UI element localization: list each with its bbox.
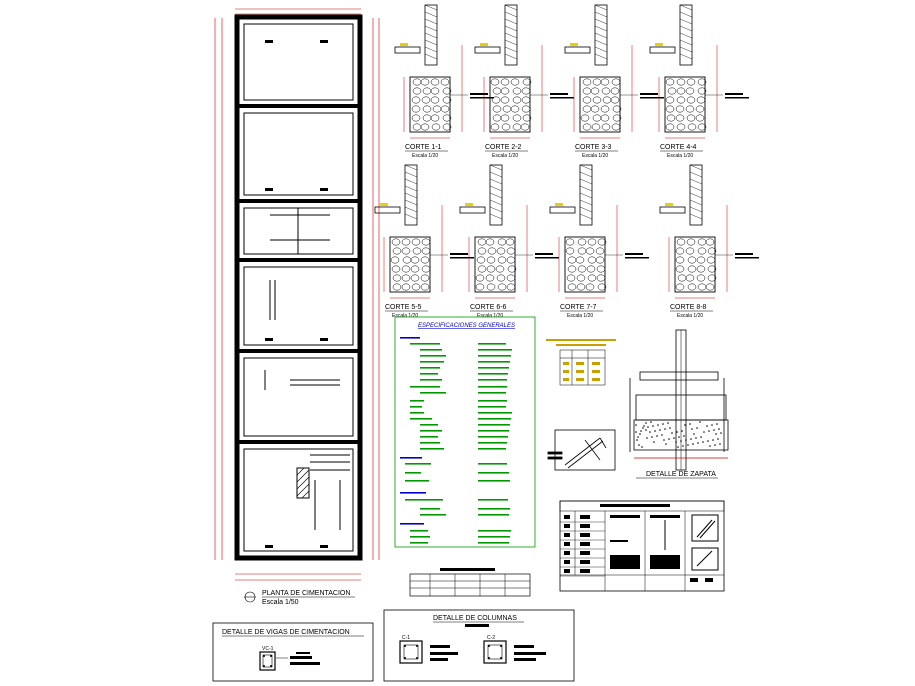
specifications-title: ESPECIFICACIONES GENERALES <box>418 323 515 329</box>
summary-table <box>409 568 531 597</box>
section-3-title: CORTE 3-3 <box>575 144 612 151</box>
section-1-title: CORTE 1-1 <box>405 144 442 151</box>
plan-scale: Escala 1/50 <box>262 599 299 606</box>
hook-detail <box>547 429 616 471</box>
specifications-panel: ESPECIFICACIONES GENERALES <box>394 316 536 548</box>
section-4-scale: Escala 1/20 <box>667 153 693 159</box>
reinforcement-table-heading <box>546 339 616 346</box>
legend-hook-symbol <box>691 514 719 571</box>
column-detail-panel: DETALLE DE COLUMNAS C-1 C-2 <box>383 609 575 682</box>
beam-detail-border <box>212 622 374 682</box>
plan-outer-wall <box>234 14 363 561</box>
section-5-title: CORTE 5-5 <box>385 304 422 311</box>
section-3-scale: Escala 1/20 <box>582 153 608 159</box>
beam-tag: VC-1 <box>262 646 274 652</box>
reinforcement-table <box>546 339 616 386</box>
plan-dimension-lines <box>214 8 380 581</box>
section-5-scale: Escala 1/20 <box>392 313 418 319</box>
foundation-plan: PLANTA DE CIMENTACION Escala 1/50 <box>214 8 380 606</box>
section-6-scale: Escala 1/20 <box>477 313 503 319</box>
plan-column-ticks <box>265 40 328 548</box>
section-4-title: CORTE 4-4 <box>660 144 697 151</box>
footing-detail: DETALLE DE ZAPATA <box>629 329 729 479</box>
plan-inner-walls <box>237 104 360 444</box>
footing-concrete-texture <box>635 421 722 448</box>
legend-rows <box>560 515 713 582</box>
plan-title: PLANTA DE CIMENTACION <box>262 590 350 597</box>
specifications-border <box>394 316 536 548</box>
specifications-text-lines <box>400 337 512 544</box>
beam-detail-panel: DETALLE DE VIGAS DE CIMENTACION VC-1 <box>212 622 374 682</box>
plan-stair-hatch <box>296 467 310 499</box>
section-8-scale: Escala 1/20 <box>677 313 703 319</box>
legend-table <box>559 500 725 592</box>
section-2-scale: Escala 1/20 <box>492 153 518 159</box>
column-detail-border <box>383 609 575 682</box>
column-tag-1: C-1 <box>402 635 410 641</box>
section-2-title: CORTE 2-2 <box>485 144 522 151</box>
beam-detail-title: DETALLE DE VIGAS DE CIMENTACION <box>222 629 350 636</box>
section-1-scale: Escala 1/20 <box>412 153 438 159</box>
column-detail-title: DETALLE DE COLUMNAS <box>433 615 517 622</box>
plan-inner-lines <box>243 23 354 552</box>
section-7-title: CORTE 7-7 <box>560 304 597 311</box>
section-8-title: CORTE 8-8 <box>670 304 707 311</box>
column-tag-2: C-2 <box>487 635 495 641</box>
footing-title: DETALLE DE ZAPATA <box>646 471 716 478</box>
section-6-title: CORTE 6-6 <box>470 304 507 311</box>
section-7-scale: Escala 1/20 <box>567 313 593 319</box>
